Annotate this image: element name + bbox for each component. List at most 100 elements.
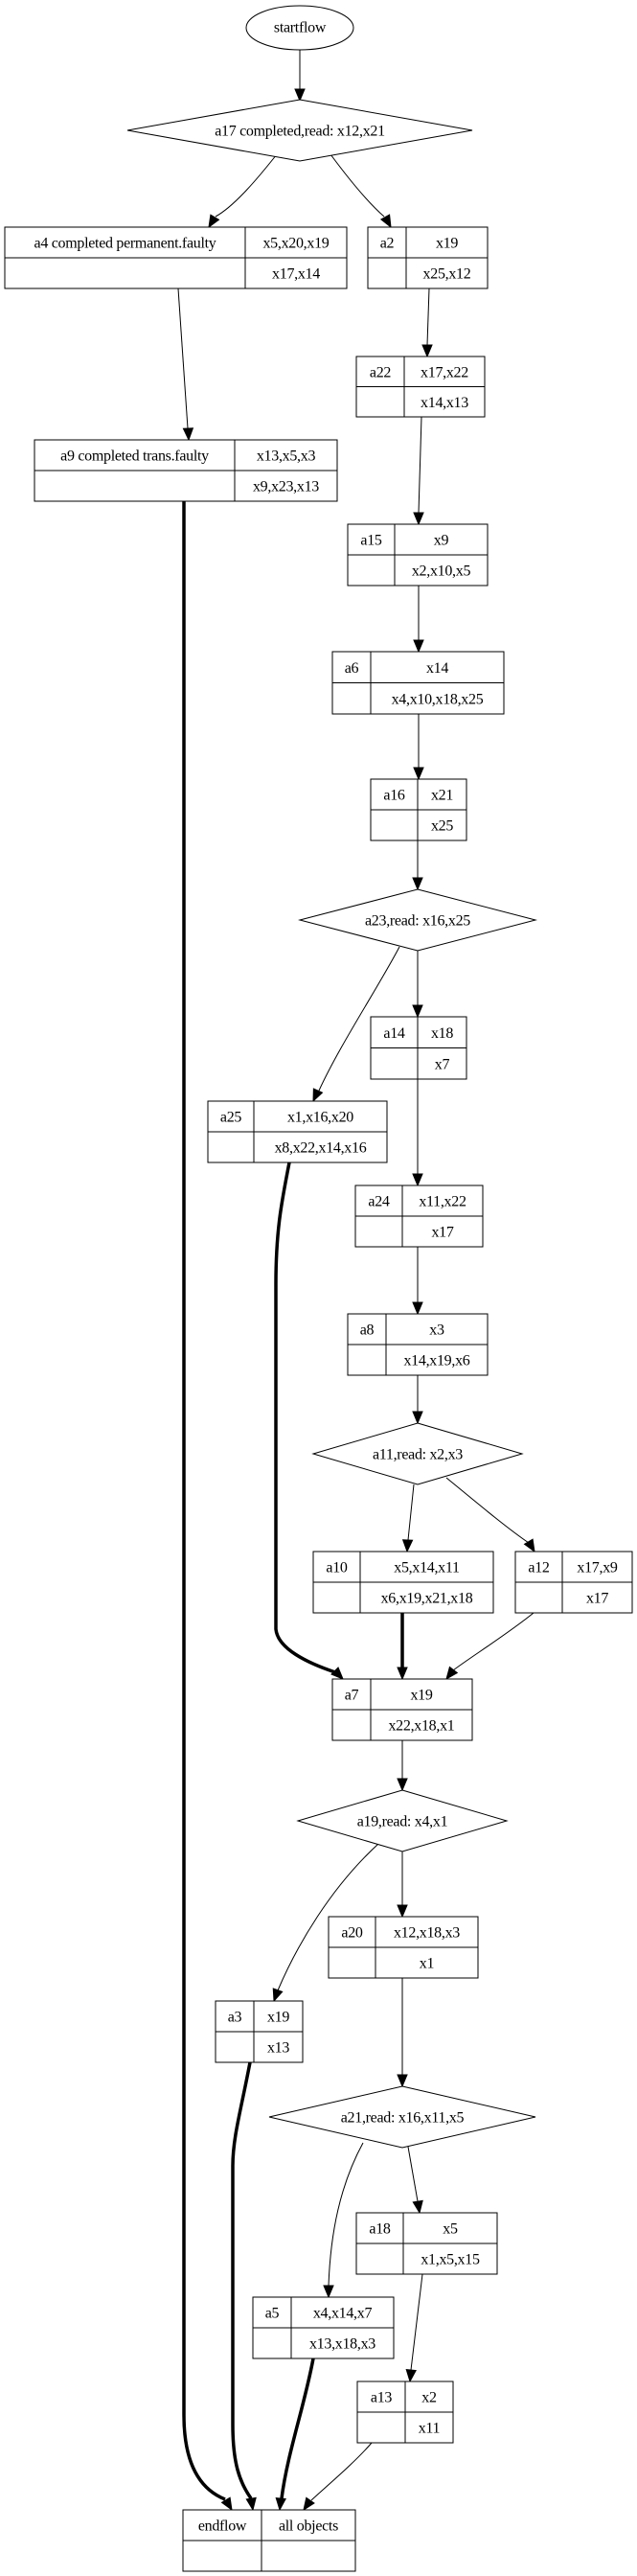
decision-label: a21,read: x16,x11,x5 <box>341 2110 465 2127</box>
edge-line <box>410 2273 423 2371</box>
edge-a15-to-a6 <box>413 586 424 654</box>
edge-a5-to-endflow <box>275 2358 315 2512</box>
record-name: a7 <box>345 1688 359 1704</box>
edge-a8-to-a11 <box>412 1375 423 1425</box>
arrowhead-icon <box>330 1667 344 1680</box>
edge-a19-to-a20 <box>397 1851 408 1919</box>
record-read-objects: x14,x13 <box>421 395 468 411</box>
record-name: a12 <box>528 1560 550 1576</box>
record-read-objects: x2,x10,x5 <box>412 564 471 580</box>
record-written-objects: x12,x18,x3 <box>394 1925 460 1942</box>
edge-line <box>215 153 278 218</box>
arrowhead-icon <box>397 1904 408 1919</box>
edge-a19-to-a3 <box>272 1843 379 2003</box>
edge-a7-to-a19 <box>397 1740 408 1792</box>
edge-line <box>318 946 400 1092</box>
arrowhead-icon <box>397 2074 408 2088</box>
decision-label: a11,read: x2,x3 <box>373 1447 463 1463</box>
record-written-objects: x13,x5,x3 <box>257 448 316 465</box>
record-written-objects: all objects <box>279 2518 338 2535</box>
record-read-objects: x7 <box>435 1056 450 1072</box>
edge-line <box>310 2442 373 2501</box>
arrowhead-icon <box>379 214 392 229</box>
record-written-objects: x11,x22 <box>419 1194 466 1210</box>
edge-a9-to-endflow <box>182 501 233 2512</box>
arrowhead-icon <box>323 2285 334 2299</box>
start-label: startflow <box>274 20 327 36</box>
record-name: endflow <box>198 2518 247 2535</box>
decision-diamond <box>311 1422 524 1485</box>
record-name: a6 <box>345 660 359 677</box>
record-written-objects: x17,x9 <box>577 1560 618 1576</box>
record-read-objects: x14,x19,x6 <box>403 1353 469 1369</box>
edge-a21-to-a5 <box>323 2142 364 2299</box>
arrowhead-icon <box>245 2496 257 2512</box>
record-name: a3 <box>228 2010 242 2026</box>
record-name: a15 <box>360 533 382 549</box>
record-endflow[interactable]: endflow all objects <box>182 2509 356 2572</box>
arrowhead-icon <box>413 639 424 654</box>
arrowhead-icon <box>412 2199 423 2215</box>
edge-startflow-to-a17 <box>294 50 306 103</box>
record-written-objects: x21 <box>431 788 453 804</box>
record-name: a18 <box>369 2221 391 2238</box>
record-name: a25 <box>220 1110 242 1126</box>
arrowhead-icon <box>397 1778 408 1792</box>
decision-diamond <box>296 1789 509 1852</box>
arrowhead-icon <box>412 1301 423 1316</box>
decision-label: a19,read: x4,x1 <box>357 1814 448 1830</box>
decision-a19[interactable]: a19,read: x4,x1 <box>296 1789 509 1852</box>
node-startflow[interactable]: startflow <box>245 5 354 51</box>
edge-a2-to-a22 <box>421 288 433 358</box>
record-written-objects: x19 <box>436 236 458 252</box>
edge-a14-to-a24 <box>412 1079 423 1187</box>
record-written-objects: x2 <box>421 2390 437 2406</box>
decision-a21[interactable]: a21,read: x16,x11,x5 <box>268 2085 536 2149</box>
record-written-objects: x19 <box>267 2010 289 2026</box>
record-written-objects: x18 <box>431 1025 453 1042</box>
edge-line <box>277 1843 379 1991</box>
arrowhead-icon <box>412 1004 423 1019</box>
edge-a20-to-a21 <box>397 1978 408 2088</box>
edge-a12-to-a7 <box>445 1612 535 1681</box>
edge-line <box>182 501 226 2501</box>
decision-a23[interactable]: a23,read: x16,x25 <box>298 888 537 952</box>
edge-line <box>445 1477 530 1544</box>
decision-a11[interactable]: a11,read: x2,x3 <box>311 1422 524 1485</box>
edge-a18-to-a13 <box>405 2273 423 2383</box>
record-read-objects: x6,x19,x21,x18 <box>381 1591 473 1607</box>
record-read-objects: x1,x5,x15 <box>421 2252 480 2268</box>
arrowhead-icon <box>303 2496 315 2512</box>
record-read-objects: x13,x18,x3 <box>309 2336 375 2353</box>
record-read-objects: x8,x22,x14,x16 <box>275 1140 367 1157</box>
edge-a16-to-a23 <box>412 840 423 891</box>
decision-diamond <box>298 888 537 952</box>
decision-label: a23,read: x16,x25 <box>365 913 470 930</box>
edge-a21-to-a18 <box>407 2146 423 2215</box>
record-read-objects: x22,x18,x1 <box>388 1718 454 1735</box>
edge-a11-to-a12 <box>445 1477 535 1553</box>
decision-a17[interactable]: a17 completed,read: x12,x21 <box>126 99 473 162</box>
arrowhead-icon <box>421 344 433 358</box>
edge-line <box>274 1162 336 1674</box>
